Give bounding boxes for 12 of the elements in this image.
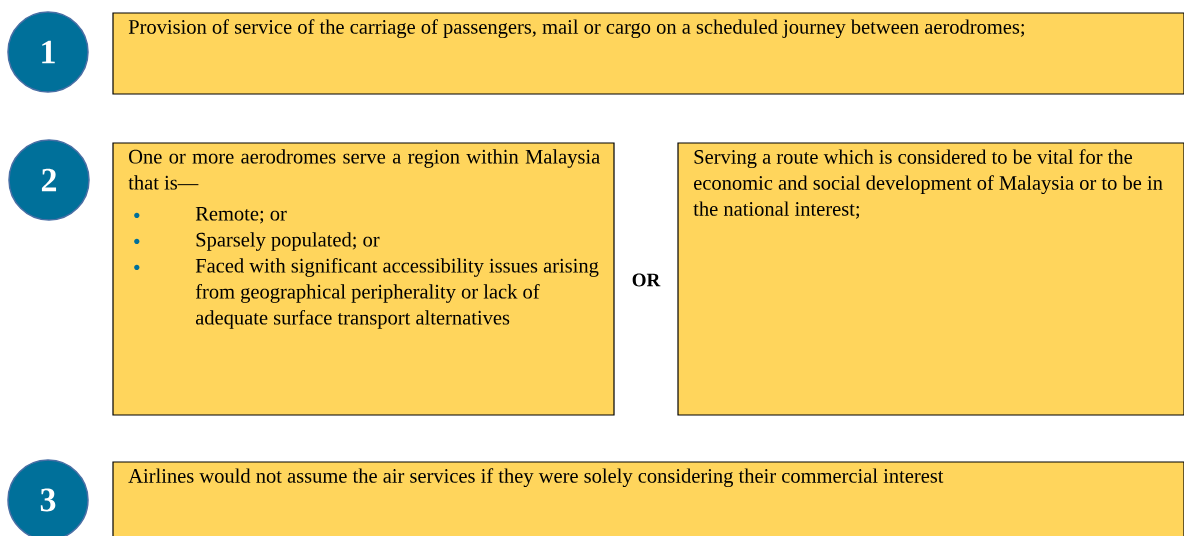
text-box bbox=[112, 142, 615, 416]
node-label: Serving a route which is considered to be vital for the economic and social development of Malaysia or to be in the national interest; bbox=[693, 149, 1163, 219]
text-box bbox=[112, 461, 1184, 536]
text-box bbox=[112, 12, 1184, 95]
node-label: Provision of service of the carriage of passengers, mail or cargo on a scheduled journey between aerodromes; bbox=[128, 19, 1025, 39]
node-label: One or more aerodromes serve a region within Malaysia that is— bbox=[128, 149, 600, 190]
node-label: Remote; or bbox=[195, 207, 287, 224]
connector-word: OR bbox=[632, 273, 661, 287]
text-box bbox=[677, 142, 1184, 416]
node-label: Airlines would not assume the air services if they were solely considering their commercial interest bbox=[128, 468, 944, 488]
node-label: Faced with significant accessibility issues arising from geographical peripherality or lack of adequate surface transport alternatives bbox=[195, 257, 599, 329]
node-label: Sparsely populated; or bbox=[196, 232, 380, 251]
